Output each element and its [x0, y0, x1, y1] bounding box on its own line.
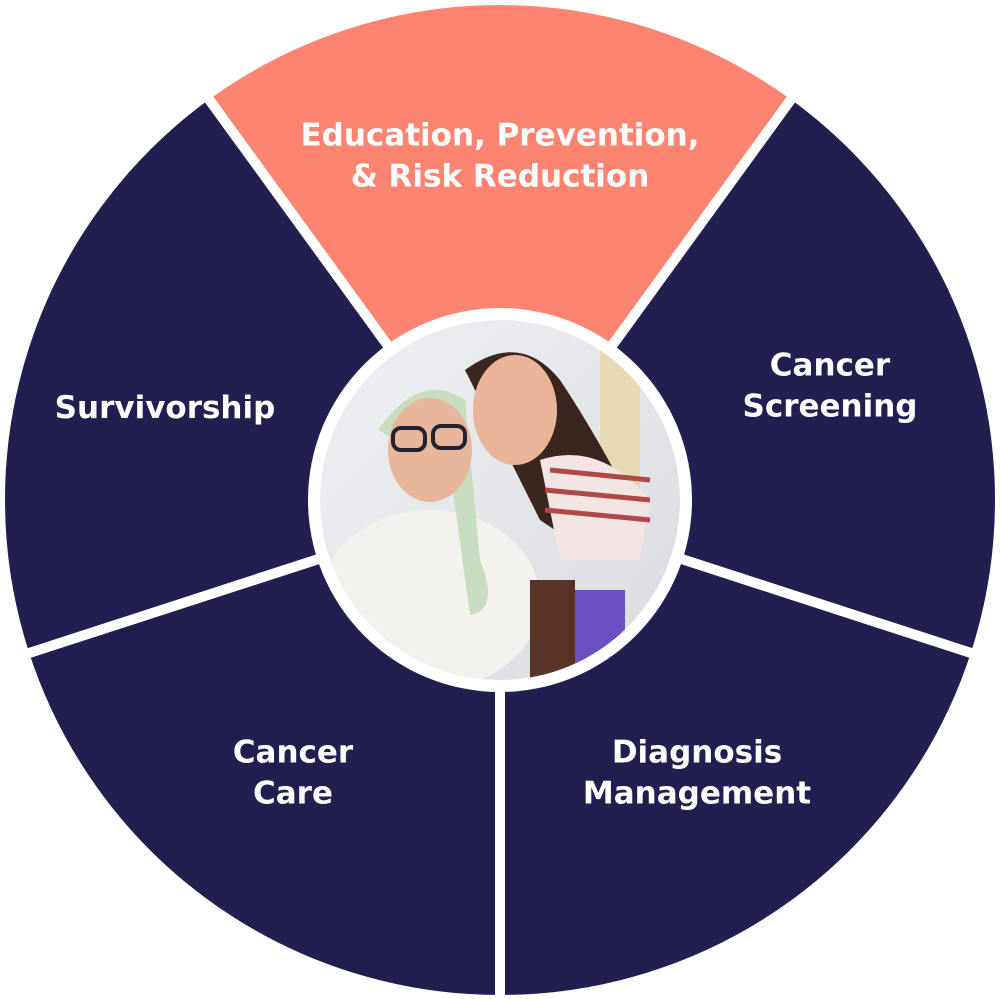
- segment-label-line: Care: [253, 776, 333, 812]
- segment-label-survivorship: Survivorship: [55, 390, 276, 426]
- segment-label-line: Screening: [743, 389, 918, 425]
- segment-label-line: Diagnosis: [612, 735, 782, 771]
- segment-label-education-prevention: Education, Prevention, & Risk Reduction: [300, 118, 699, 195]
- segment-label-line: Management: [583, 776, 811, 812]
- segment-label-line: Cancer: [233, 735, 354, 771]
- center-photo: [320, 320, 680, 680]
- segment-education-prevention: [199, 0, 801, 509]
- segment-label-line: Survivorship: [55, 390, 276, 426]
- segment-label-line: & Risk Reduction: [351, 159, 650, 195]
- segment-label-line: Cancer: [770, 348, 891, 384]
- segment-label-line: Education, Prevention,: [300, 118, 699, 154]
